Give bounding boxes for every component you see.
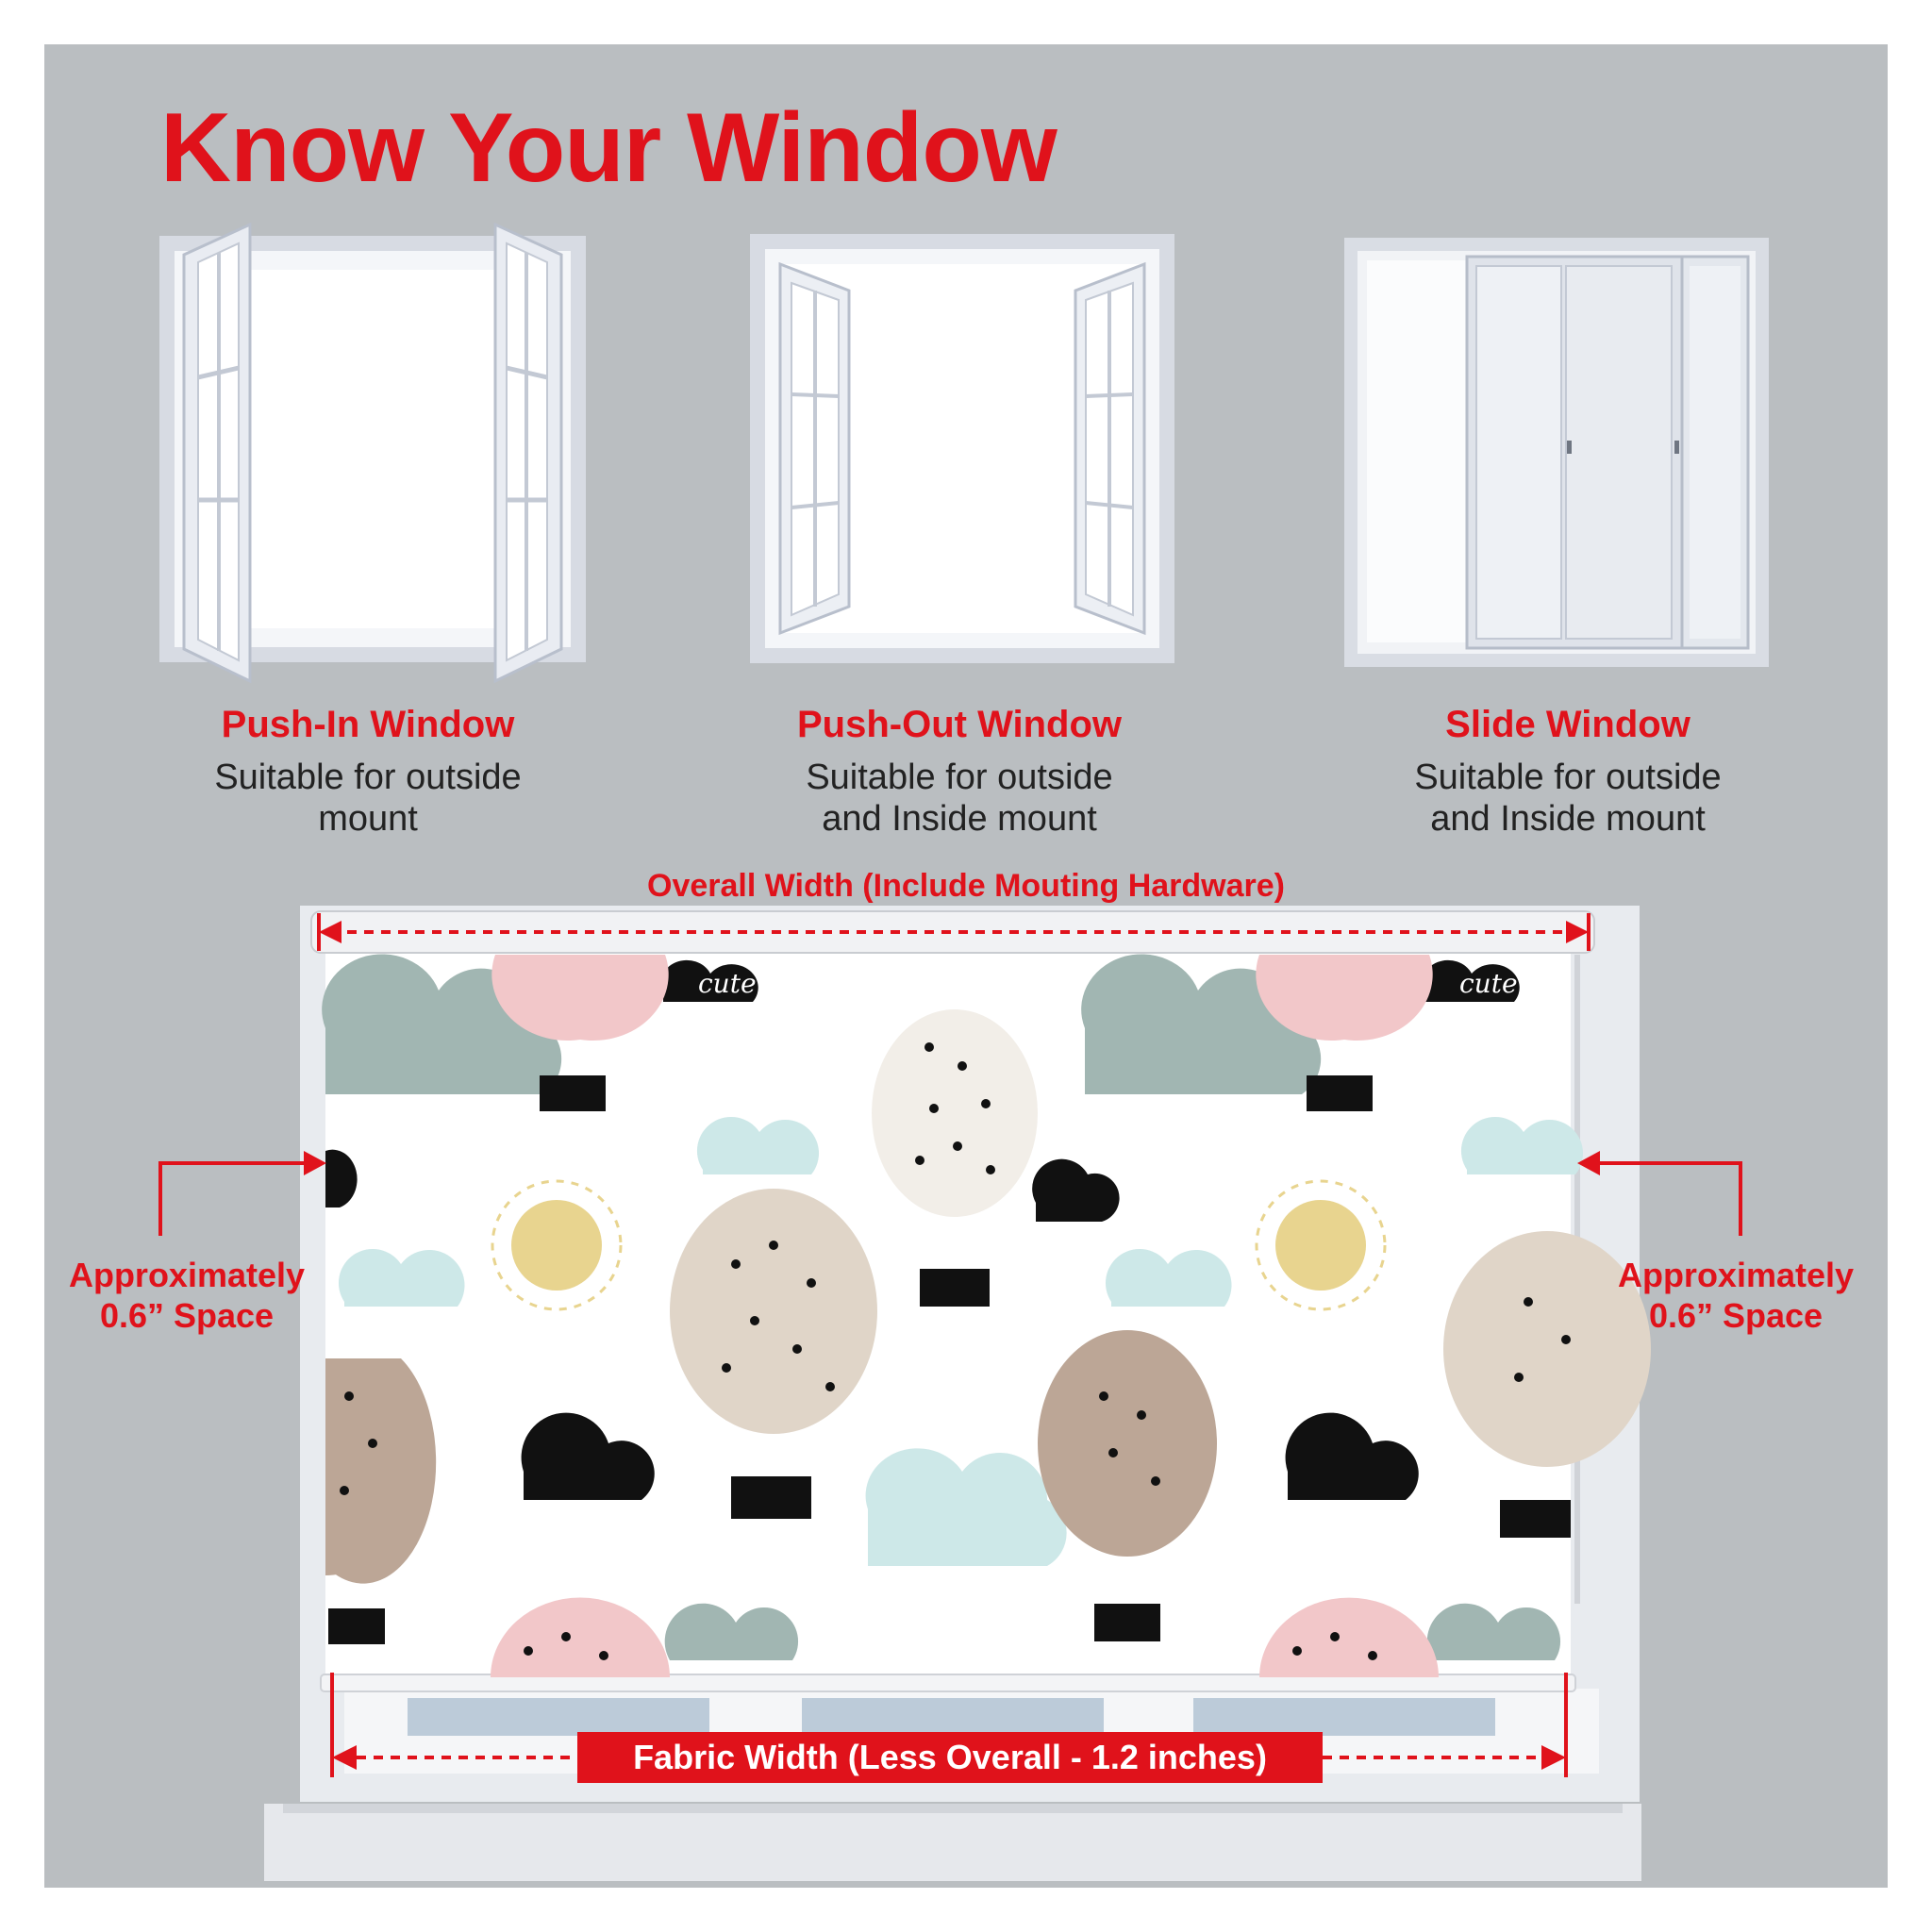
cute-badge-2: cute	[1459, 968, 1518, 999]
push-out-window-icon	[750, 234, 1174, 668]
push-out-title: Push-Out Window	[796, 704, 1123, 745]
slide-title: Slide Window	[1445, 704, 1690, 745]
overall-width-dimension	[317, 913, 1591, 951]
pattern-balloons	[325, 955, 1651, 1677]
push-in-title: Push-In Window	[221, 704, 515, 745]
head-rail	[310, 910, 1595, 954]
push-in-desc-line2: mount	[318, 798, 418, 839]
push-out-desc-line1: Suitable for outside	[806, 758, 1113, 797]
slide-caption: Slide Window Suitable for outside and In…	[1304, 703, 1832, 840]
pattern-suns	[491, 1179, 1387, 1311]
overall-width-label: Overall Width (Include Mouting Hardware)	[647, 868, 1285, 904]
pattern-dots	[340, 1042, 1571, 1660]
left-space-line1: Approximately	[68, 1256, 306, 1294]
page-title: Know Your Window	[160, 93, 1058, 203]
fabric-width-dimension	[330, 1673, 1568, 1777]
push-in-caption: Push-In Window Suitable for outside moun…	[104, 703, 632, 840]
left-space-label: Approximately 0.6” Space	[45, 1255, 328, 1336]
slide-desc-line1: Suitable for outside	[1414, 758, 1722, 797]
pattern-clouds	[322, 954, 1584, 1660]
left-space-arrow	[158, 1151, 326, 1236]
fabric-width-label: Fabric Width (Less Overall - 1.2 inches)	[577, 1732, 1323, 1783]
push-out-caption: Push-Out Window Suitable for outside and…	[695, 703, 1224, 840]
right-space-line2: 0.6” Space	[1648, 1296, 1824, 1336]
right-space-line1: Approximately	[1617, 1256, 1855, 1294]
bottom-bar	[320, 1674, 1576, 1692]
slide-desc-line2: and Inside mount	[1430, 798, 1706, 839]
window-sill	[264, 1804, 1641, 1881]
right-space-label: Approximately 0.6” Space	[1594, 1255, 1877, 1336]
cute-badge-1: cute	[698, 968, 757, 999]
slide-window-icon	[1344, 238, 1769, 672]
left-space-line2: 0.6” Space	[99, 1296, 275, 1336]
push-in-window-icon	[156, 217, 590, 689]
push-in-desc-line1: Suitable for outside	[214, 758, 522, 797]
right-space-arrow	[1577, 1151, 1742, 1236]
push-out-desc-line2: and Inside mount	[822, 798, 1097, 839]
